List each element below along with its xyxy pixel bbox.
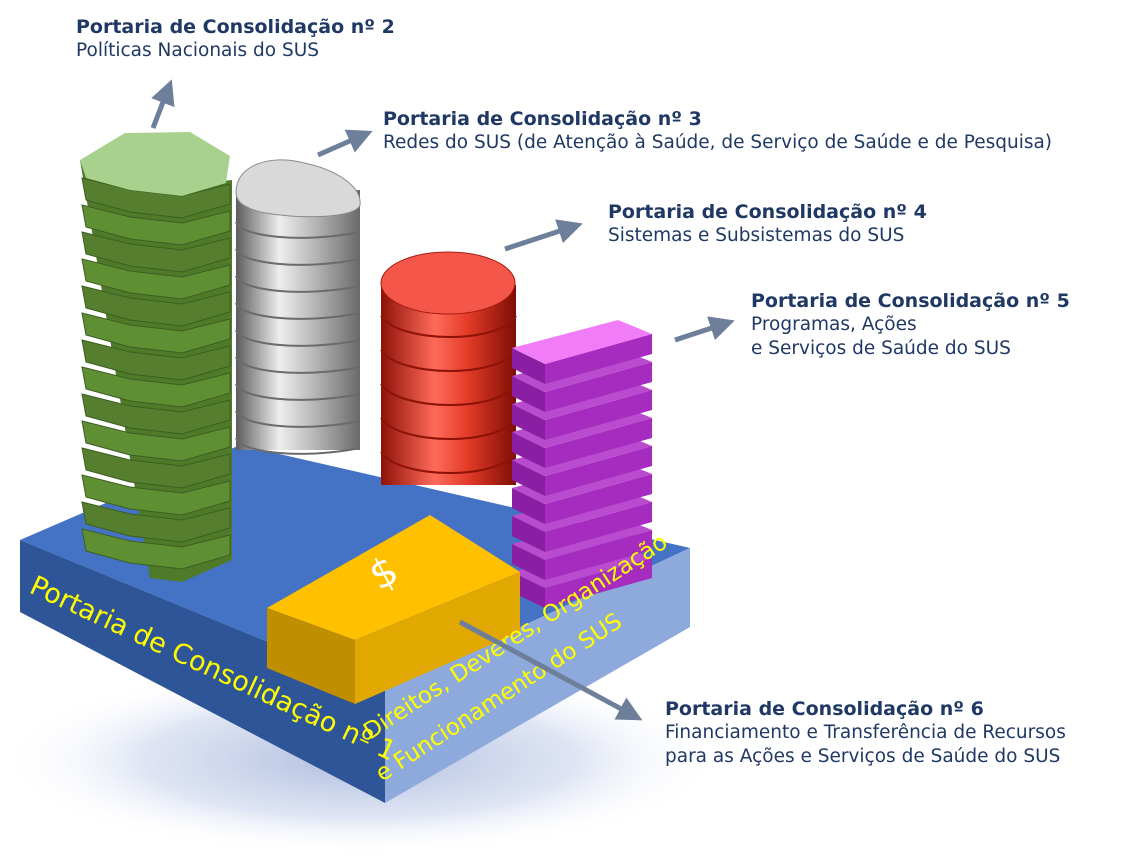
silver-tower-ring <box>235 248 361 266</box>
silver-tower-ring <box>235 410 361 428</box>
green-tower <box>80 132 232 582</box>
label-portaria-3: Portaria de Consolidação nº 3 Redes do S… <box>383 107 1052 155</box>
arrow-portaria-3 <box>316 129 373 158</box>
label-portaria-5: Portaria de Consolidação nº 5 Programas,… <box>751 289 1070 361</box>
green-tower-ring <box>81 474 231 516</box>
green-tower-ring <box>81 420 231 462</box>
red-tower-ring <box>380 315 517 338</box>
green-tower-ring <box>81 285 231 327</box>
red-tower <box>380 251 517 485</box>
silver-tower-ring <box>235 302 361 320</box>
green-tower-ring <box>81 393 231 435</box>
base-platform-right-face <box>385 548 690 803</box>
silver-tower-ring <box>235 356 361 374</box>
portaria-4-title: Portaria de Consolidação nº 4 <box>608 201 927 223</box>
green-tower-ring <box>81 231 231 273</box>
silver-tower-top <box>235 159 361 218</box>
money-block-top <box>267 515 520 640</box>
label-portaria-4: Portaria de Consolidação nº 4 Sistemas e… <box>608 200 927 248</box>
arrow-portaria-4 <box>504 219 583 252</box>
red-tower-ring <box>380 383 517 406</box>
portaria-3-description: Redes do SUS (de Atenção à Saúde, de Ser… <box>383 132 1053 153</box>
green-tower-ring <box>81 258 231 300</box>
green-tower-ring <box>81 366 231 408</box>
portaria-2-description: Políticas Nacionais do SUS <box>76 40 320 61</box>
portaria-5-description-line-1: Programas, Ações <box>751 314 917 335</box>
base-platform-left-face <box>20 540 385 803</box>
money-block-right-face <box>355 572 520 704</box>
silver-tower-ring <box>235 383 361 401</box>
silver-tower-ring <box>235 329 361 347</box>
green-tower-ring <box>81 339 231 381</box>
purple-tower-slab <box>512 320 652 384</box>
purple-tower <box>512 320 652 608</box>
green-tower-ring <box>81 501 231 543</box>
green-tower-ring <box>81 177 231 219</box>
portaria-5-title: Portaria de Consolidação nº 5 <box>751 290 1070 312</box>
arrow-portaria-2 <box>150 79 175 129</box>
portaria-6-description-line-1: Financiamento e Transferência de Recurso… <box>665 722 1066 743</box>
portaria-2-title: Portaria de Consolidação nº 2 <box>76 16 395 38</box>
label-portaria-6: Portaria de Consolidação nº 6 Financiame… <box>665 697 1066 769</box>
silver-tower-ring <box>235 221 361 239</box>
money-block-left-face <box>267 608 355 704</box>
red-tower-top <box>380 251 516 315</box>
portaria-6-description-line-2: para as Ações e Serviços de Saúde do SUS <box>665 746 1061 767</box>
red-tower-ring <box>380 349 517 372</box>
money-block: $ <box>267 515 520 704</box>
green-tower-ring <box>81 204 231 246</box>
green-tower-ring <box>81 528 231 570</box>
silver-tower <box>235 159 361 455</box>
portaria-5-description-line-2: e Serviços de Saúde do SUS <box>751 338 1011 359</box>
silver-tower-ring <box>235 437 361 455</box>
red-tower-ring <box>380 417 517 440</box>
arrow-portaria-5 <box>674 316 735 343</box>
portaria-6-title: Portaria de Consolidação nº 6 <box>665 698 984 720</box>
silver-tower-ring <box>235 275 361 293</box>
green-tower-ring <box>81 312 231 354</box>
label-portaria-2: Portaria de Consolidação nº 2 Políticas … <box>76 15 395 63</box>
arrow-portaria-6 <box>458 619 643 721</box>
portaria-4-description: Sistemas e Subsistemas do SUS <box>608 225 905 246</box>
green-tower-ring <box>81 447 231 489</box>
red-tower-ring <box>380 451 517 474</box>
portaria-3-title: Portaria de Consolidação nº 3 <box>383 108 702 130</box>
green-tower-top <box>80 132 230 196</box>
